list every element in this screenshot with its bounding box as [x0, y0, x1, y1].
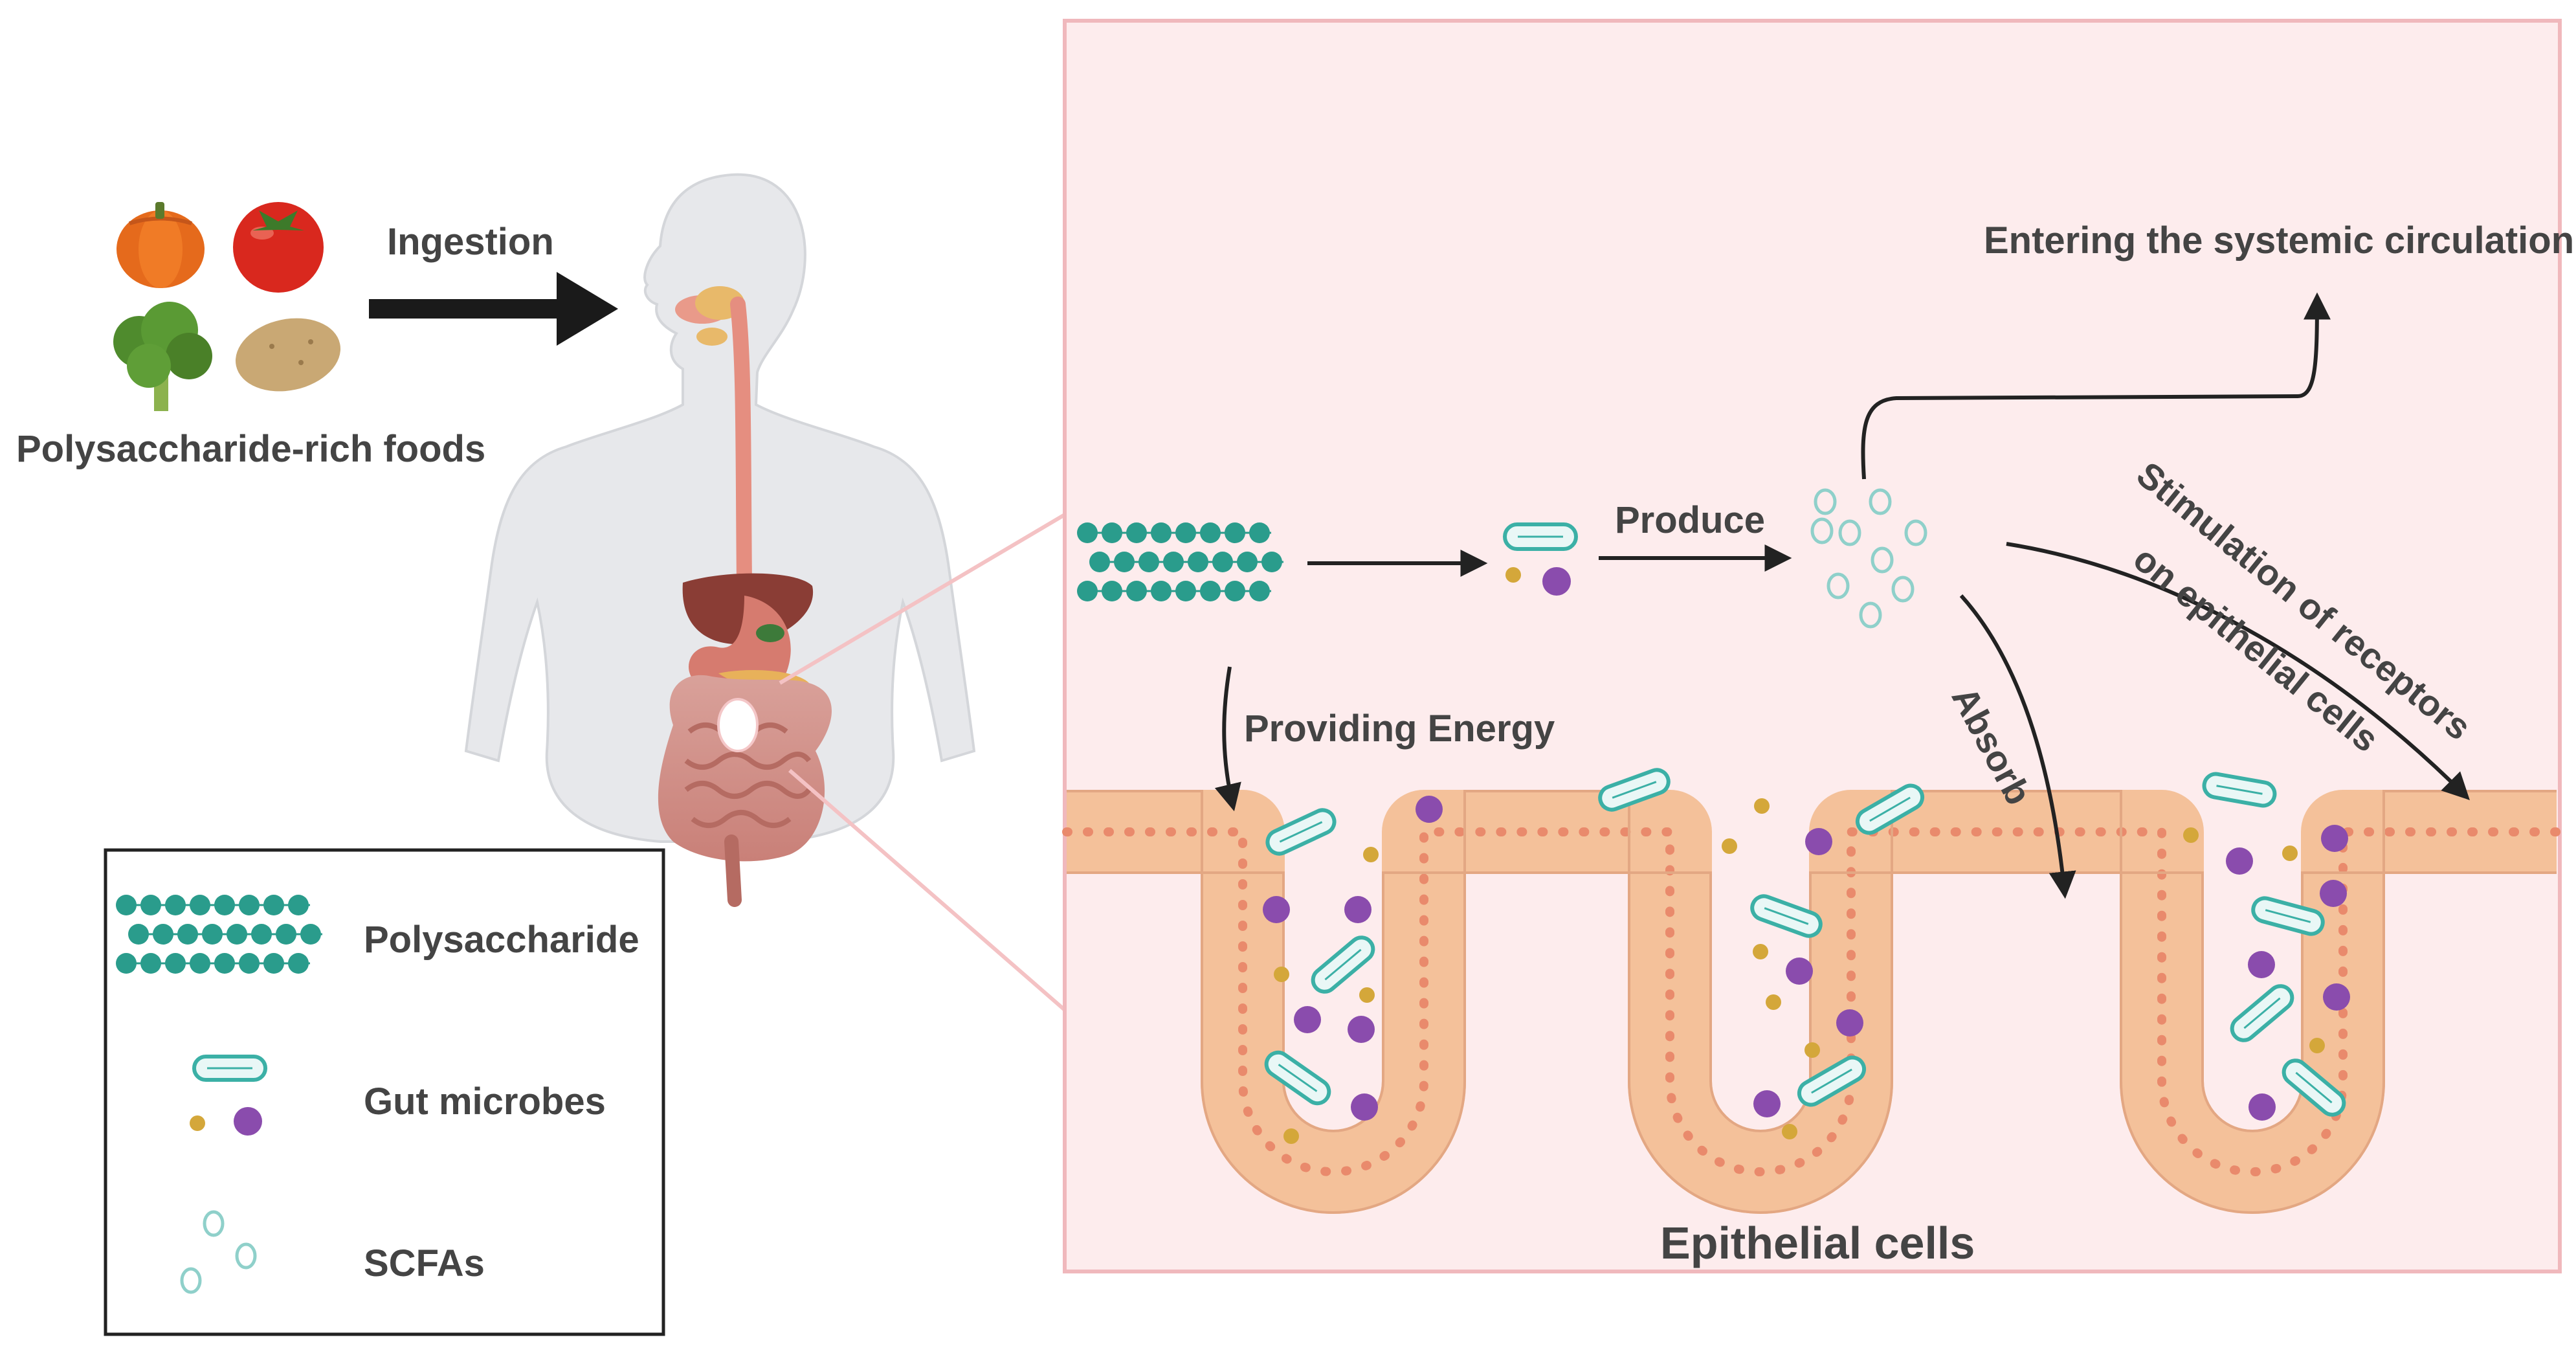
arrow-energy — [1214, 666, 1241, 812]
ingestion-label: Ingestion — [387, 221, 554, 263]
zoom-line-bottom — [788, 768, 1066, 1012]
ingestion-arrow — [369, 272, 618, 346]
gut-microbe-group — [1503, 522, 1578, 596]
broccoli-icon — [113, 302, 212, 411]
legend-box — [104, 848, 665, 1336]
crypt-microbes — [1263, 768, 2350, 1144]
arrow-stimulation — [2006, 542, 2470, 800]
scfa-cluster — [1810, 488, 1927, 629]
gut-microbe-icon — [190, 1055, 267, 1136]
tomato-icon — [233, 202, 324, 293]
systemic-circulation-label: Entering the systemic circulation — [1984, 219, 2575, 262]
human-body — [464, 173, 976, 907]
zoom-line-top — [779, 513, 1066, 685]
scfa-icon — [180, 1210, 257, 1294]
legend-label-scfas: SCFAs — [364, 1242, 485, 1284]
arrow-absorb — [1959, 594, 2076, 899]
arrow-systemic — [1861, 292, 2331, 480]
polysaccharide-chain-icon — [116, 895, 322, 974]
providing-energy-label: Providing Energy — [1244, 708, 1555, 750]
polysaccharide-chain — [1077, 522, 1283, 601]
legend-label-gut-microbes: Gut microbes — [364, 1081, 606, 1123]
produce-label: Produce — [1615, 499, 1766, 541]
pumpkin-icon — [117, 202, 205, 288]
potato-icon — [235, 318, 341, 392]
epithelial-cells-label: Epithelial cells — [1660, 1218, 1975, 1268]
legend-label-polysaccharide: Polysaccharide — [364, 919, 639, 961]
foods-label: Polysaccharide-rich foods — [16, 428, 486, 470]
